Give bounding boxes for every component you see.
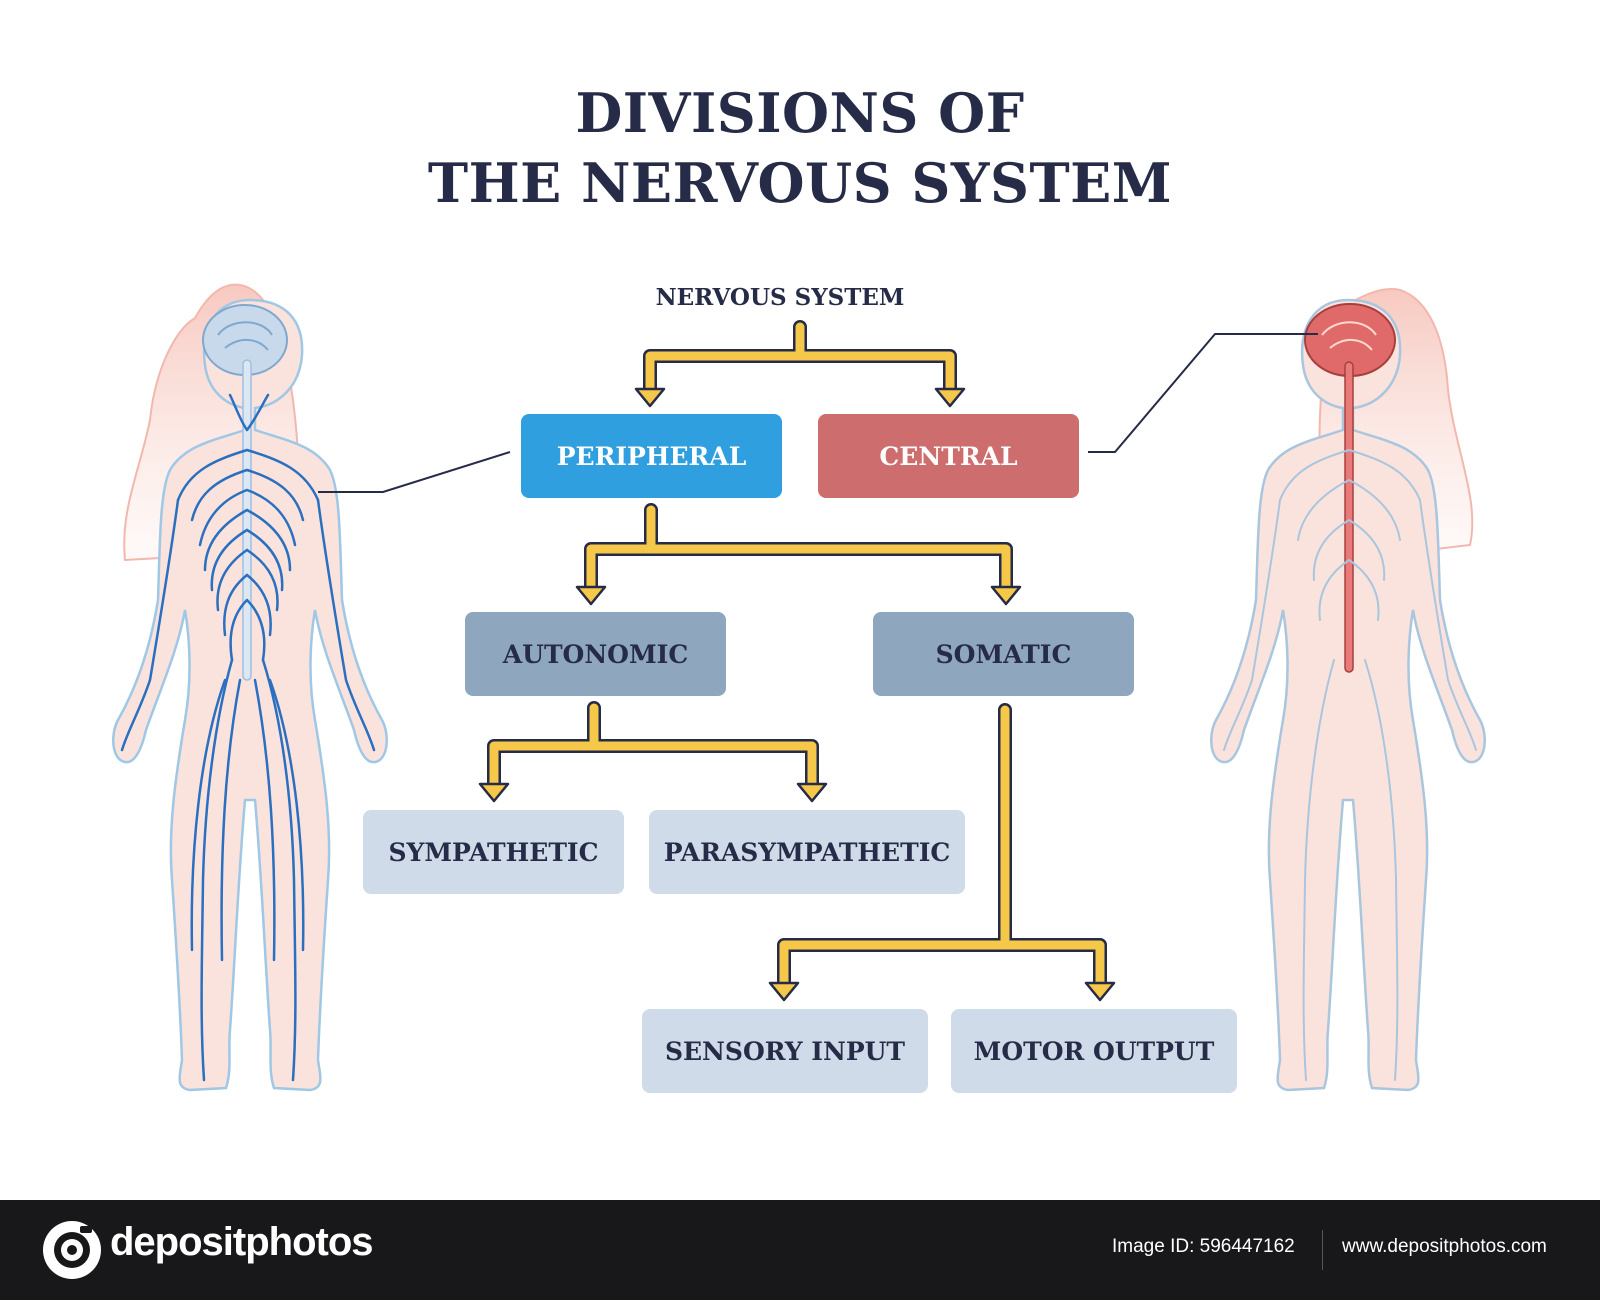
- image-id: Image ID: 596447162: [1112, 1236, 1295, 1257]
- node-peripheral: PERIPHERAL: [521, 414, 782, 498]
- female-figure-central-nerves: [1210, 288, 1486, 1092]
- node-central-label: CENTRAL: [879, 441, 1018, 471]
- leader-line-peripheral: [318, 451, 511, 493]
- node-somatic-label: SOMATIC: [935, 639, 1072, 669]
- node-parasympathetic-label: PARASYMPATHETIC: [663, 837, 951, 867]
- leader-line-central: [1088, 333, 1318, 453]
- node-sympathetic-label: SYMPATHETIC: [388, 837, 599, 867]
- watermark-footer: depositphotos Image ID: 596447162 www.de…: [0, 1200, 1600, 1300]
- arrow-autonomic-split: [478, 701, 828, 803]
- footer-divider: [1322, 1230, 1323, 1270]
- site-url[interactable]: www.depositphotos.com: [1342, 1236, 1547, 1257]
- node-parasympathetic: PARASYMPATHETIC: [649, 810, 965, 894]
- node-motor-output: MOTOR OUTPUT: [951, 1009, 1237, 1093]
- spinal-cord-icon: [242, 359, 252, 681]
- node-autonomic-label: AUTONOMIC: [502, 639, 689, 669]
- arrow-peripheral-split: [575, 503, 1022, 606]
- node-autonomic: AUTONOMIC: [465, 612, 726, 696]
- node-somatic: SOMATIC: [873, 612, 1134, 696]
- node-central: CENTRAL: [818, 414, 1079, 498]
- camera-logo-icon: [43, 1221, 101, 1279]
- connector-arrows: [478, 320, 1116, 1002]
- title-line-2: THE NERVOUS SYSTEM: [427, 151, 1173, 215]
- brand-name: depositphotos: [110, 1220, 374, 1264]
- node-motor-output-label: MOTOR OUTPUT: [973, 1036, 1215, 1066]
- female-figure-peripheral-nerves: [112, 283, 388, 1092]
- node-sensory-input-label: SENSORY INPUT: [664, 1036, 906, 1066]
- arrow-somatic-split: [768, 703, 1116, 1002]
- node-peripheral-label: PERIPHERAL: [556, 441, 747, 471]
- page-title: DIVISIONS OF THE NERVOUS SYSTEM: [0, 78, 1600, 218]
- arrow-root-split: [634, 320, 966, 408]
- node-nervous-system: NERVOUS SYSTEM: [655, 284, 905, 311]
- node-sensory-input: SENSORY INPUT: [642, 1009, 928, 1093]
- node-sympathetic: SYMPATHETIC: [363, 810, 624, 894]
- title-line-1: DIVISIONS OF: [575, 81, 1025, 145]
- spinal-cord-icon: [1344, 361, 1354, 673]
